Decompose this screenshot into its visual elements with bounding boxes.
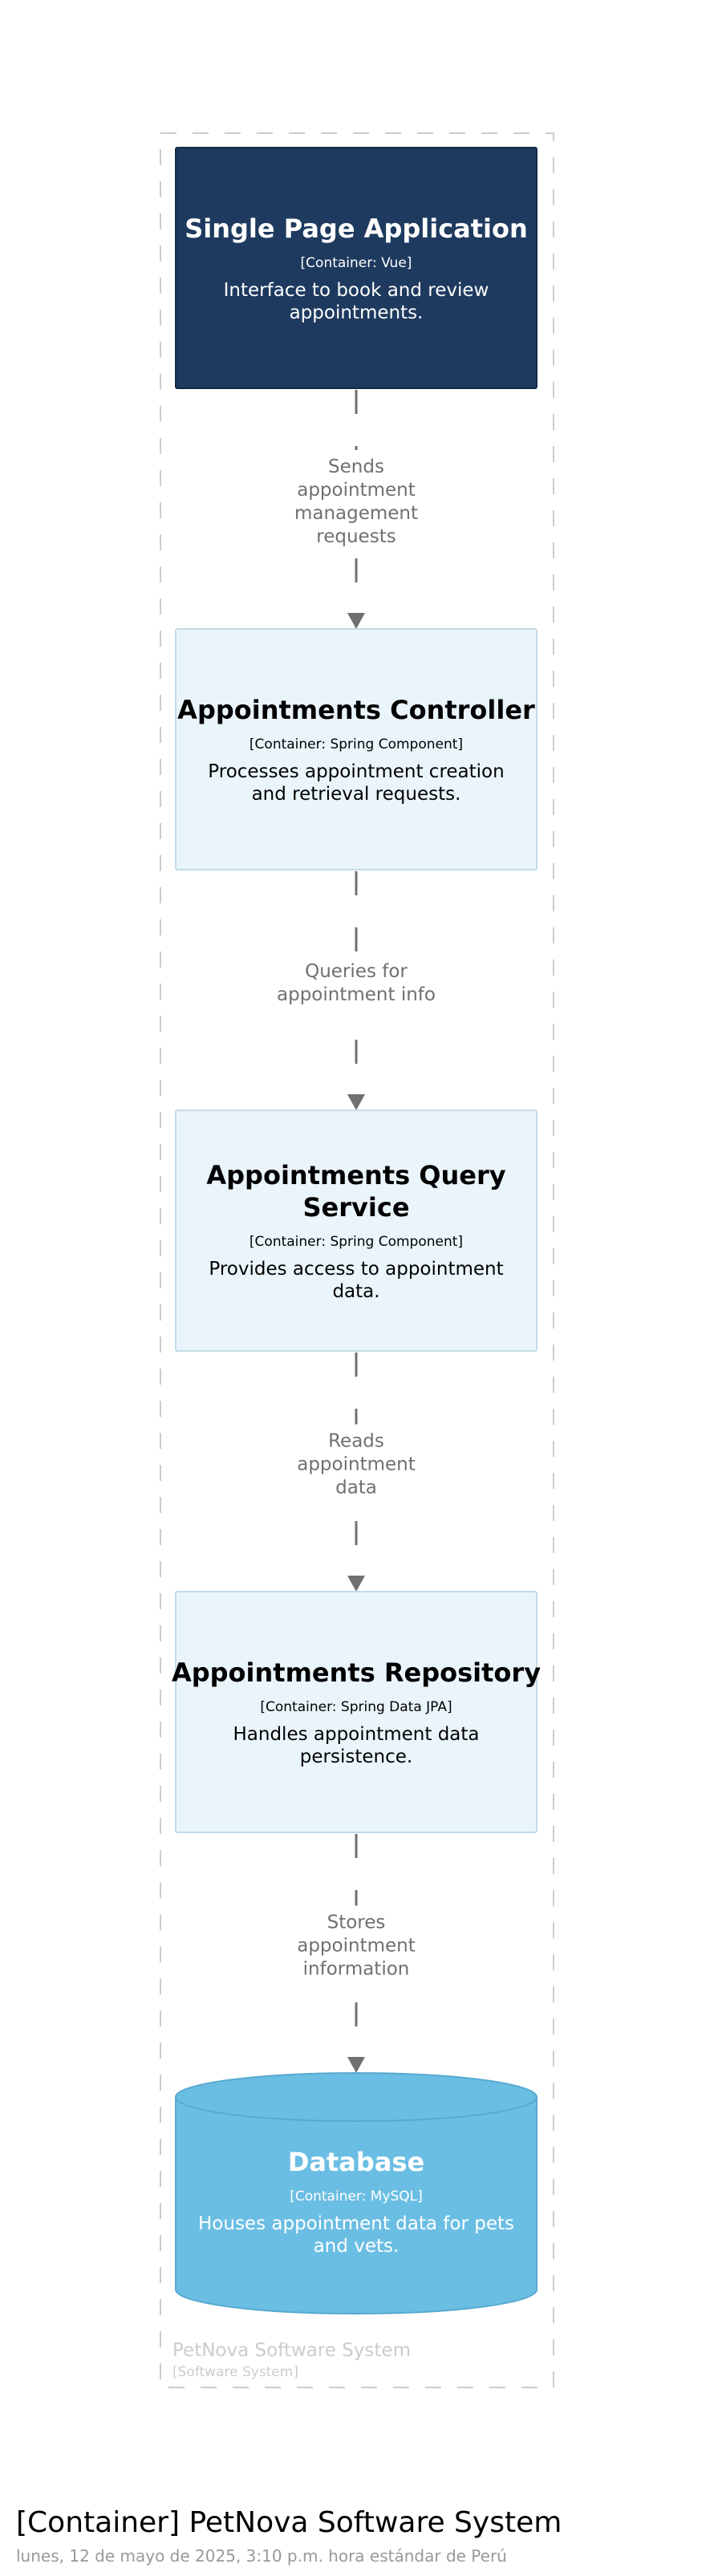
boundary-frame: [160, 132, 554, 2388]
container-box: [175, 1591, 538, 1833]
arrowhead-icon: [347, 613, 365, 629]
container-title: Appointments Query: [206, 1160, 505, 1191]
container-title: Single Page Application: [185, 213, 528, 244]
container-technology: [Container: Spring Component]: [249, 1234, 463, 1250]
relationship-label: data: [335, 1478, 377, 1499]
relationship-label: appointment: [297, 1454, 416, 1475]
software-system-boundary: PetNova Software System [Software System…: [160, 132, 554, 2388]
container-description: and vets.: [314, 2236, 400, 2257]
relationship-label: Reads: [328, 1431, 384, 1452]
container-spa: Single Page Application [Container: Vue] I…: [175, 147, 538, 389]
container-title: Database: [288, 2147, 424, 2177]
container-technology: [Container: MySQL]: [290, 2189, 423, 2205]
container-technology: [Container: Spring Component]: [249, 736, 463, 753]
container-description: Provides access to appointment: [209, 1259, 503, 1280]
container-box: [175, 628, 538, 870]
arrowhead-icon: [347, 1576, 365, 1592]
container-repository: Appointments Repository [Container: Sprin…: [172, 1591, 541, 1833]
container-technology: [Container: Vue]: [301, 255, 412, 271]
container-description: persistence.: [300, 1746, 412, 1767]
relationship-label-bg: [268, 955, 444, 1011]
container-title: Appointments Repository: [172, 1657, 541, 1688]
relationship-label-bg: [268, 450, 444, 553]
container-description: Houses appointment data for pets: [198, 2213, 514, 2234]
relationship-label: management: [294, 503, 418, 524]
relationship-label-bg: [268, 1424, 444, 1504]
container-description: Handles appointment data: [233, 1724, 479, 1745]
container-title: Appointments Controller: [177, 695, 535, 725]
arrowhead-icon: [347, 1094, 365, 1110]
relationship-label: Stores: [327, 1913, 386, 1933]
relationship-label: requests: [316, 526, 396, 547]
relationship-label: Sends: [328, 456, 384, 477]
container-technology: [Container: Spring Data JPA]: [260, 1699, 452, 1715]
relationship-label: appointment info: [277, 984, 436, 1005]
boundary-type: [Software System]: [172, 2364, 298, 2380]
relationship-label: Queries for: [305, 961, 408, 982]
arrowhead-icon: [347, 2057, 365, 2073]
diagram-subtitle: lunes, 12 de mayo de 2025, 3:10 p.m. hor…: [16, 2546, 507, 2566]
container-database: Database [Container: MySQL] Houses appoint…: [175, 2072, 538, 2314]
relationship-label: appointment: [297, 480, 416, 501]
container-description: Interface to book and review: [224, 280, 489, 301]
container-box: [175, 1110, 538, 1352]
diagram-title: [Container] PetNova Software System: [16, 2506, 562, 2539]
boundary-name: PetNova Software System: [172, 2340, 411, 2361]
container-description: Processes appointment creation: [208, 761, 504, 782]
containers: Single Page Application [Container: Vue] I…: [172, 147, 541, 2314]
container-title: Service: [302, 1192, 409, 1223]
relationship-label-bg: [268, 1905, 444, 1986]
database-cylinder-top: [175, 2096, 538, 2122]
container-controller: Appointments Controller [Container: Sprin…: [175, 628, 538, 870]
container-description: data.: [332, 1281, 379, 1302]
relationship-label: appointment: [297, 1936, 416, 1957]
container-description: appointments.: [290, 302, 424, 323]
container-description: and retrieval requests.: [252, 784, 461, 805]
relationships: SendsappointmentmanagementrequestsQuerie…: [268, 390, 444, 2073]
container-box: [175, 147, 538, 389]
database-cylinder-body: [175, 2072, 538, 2314]
relationship-label: information: [303, 1959, 410, 1980]
